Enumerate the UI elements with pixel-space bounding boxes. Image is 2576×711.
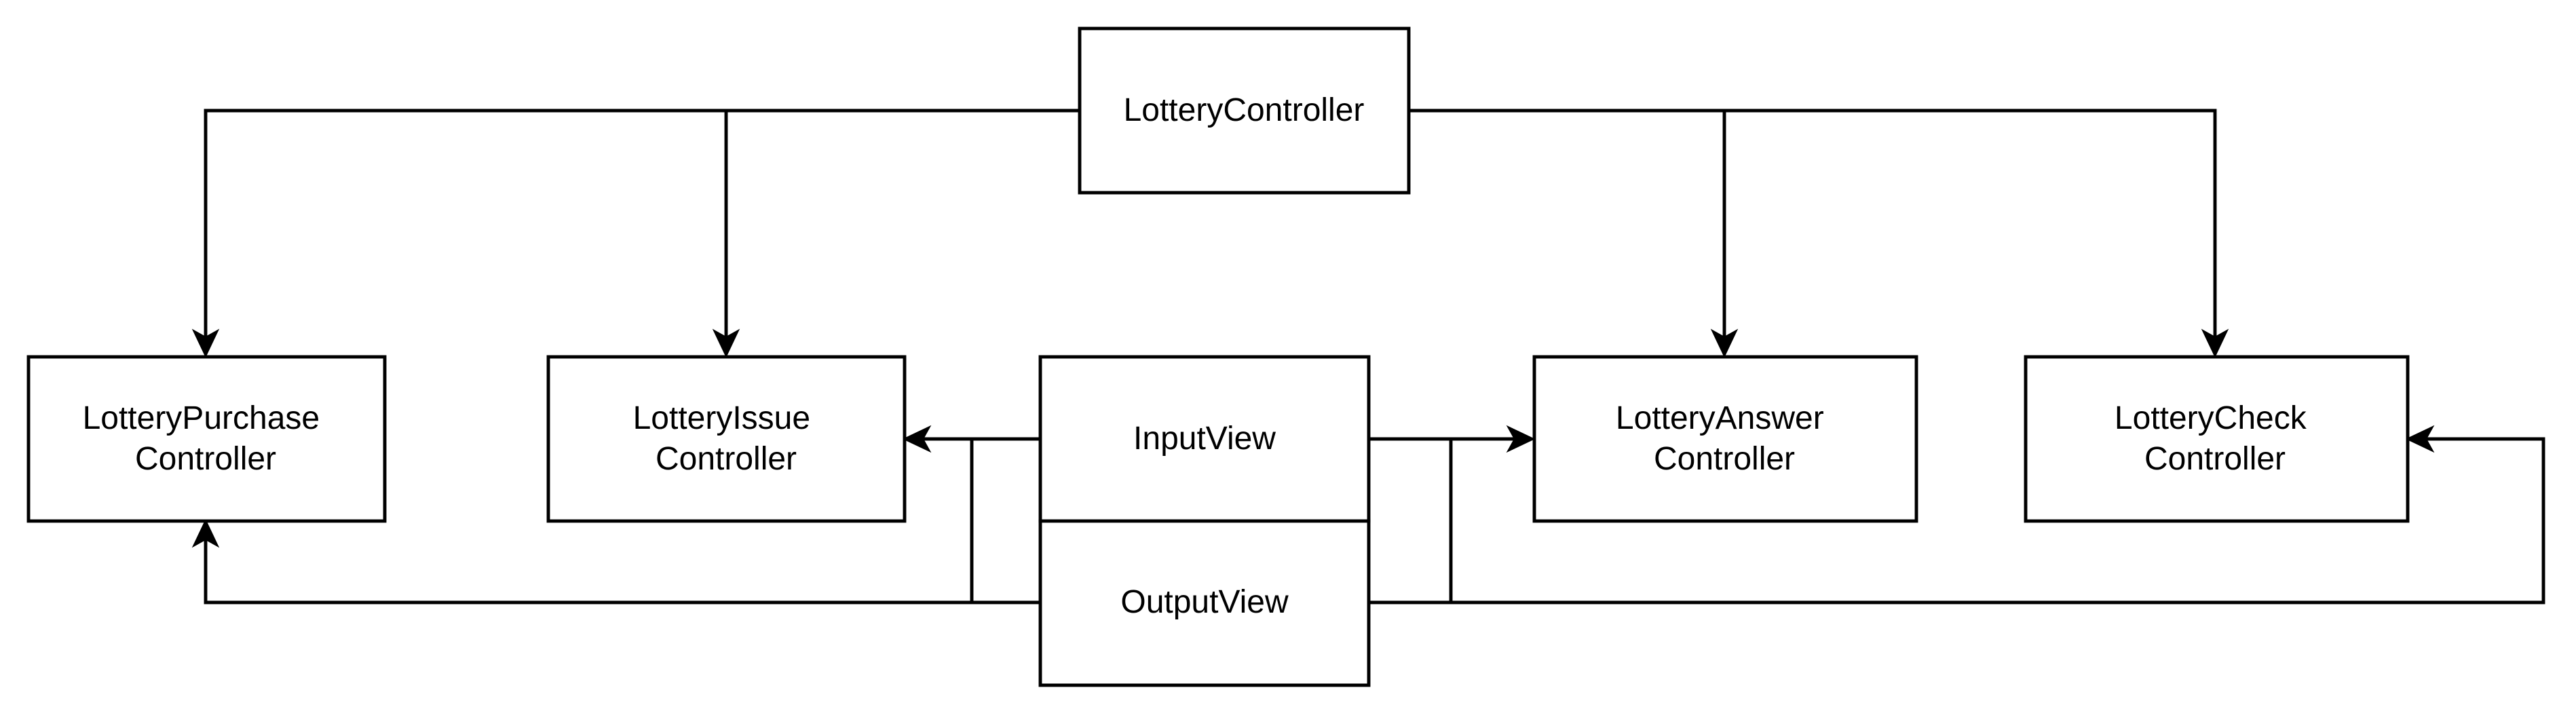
edge-output-to-purchase (204, 537, 1040, 604)
arrowhead-purchase-bottom (191, 518, 220, 548)
answer-controller-label-line-2: Controller (1654, 441, 1795, 477)
output-view-box (1038, 519, 1371, 687)
check-controller-label-line-1: LotteryCheck (2115, 400, 2307, 436)
input-view-label: InputView (1133, 421, 1276, 457)
node-output-view: OutputView (1038, 519, 1371, 687)
issue-controller-label: LotteryIssue Controller (633, 400, 820, 477)
node-lottery-controller: LotteryController (1078, 26, 1411, 195)
answer-controller-label-line-1: LotteryAnswer (1616, 400, 1824, 436)
arrowhead-issue-top (712, 328, 740, 358)
edge-lottery-to-answer (1409, 109, 2217, 339)
arrowhead-answer-left (1506, 425, 1536, 453)
input-view-box (1038, 355, 1371, 523)
connector-lines (191, 109, 2545, 604)
node-input-view: InputView (1038, 355, 1371, 523)
arrowhead-answer-top (1710, 328, 1739, 358)
arrowhead-purchase-top (191, 328, 220, 358)
purchase-controller-box (26, 355, 387, 523)
output-view-label: OutputView (1120, 584, 1289, 620)
lottery-controller-box (1078, 26, 1411, 195)
check-controller-box (2024, 355, 2410, 523)
node-answer-controller: LotteryAnswer Controller (1532, 355, 1918, 523)
node-check-controller: LotteryCheck Controller (2024, 355, 2410, 523)
answer-controller-box (1532, 355, 1918, 523)
edge-lottery-to-purchase (204, 109, 1080, 339)
lottery-controller-label-line-1: LotteryController (1124, 92, 1365, 128)
purchase-controller-label-line-1: LotteryPurchase (83, 400, 320, 436)
node-purchase-controller: LotteryPurchase Controller (26, 355, 387, 523)
check-controller-label: LotteryCheck Controller (2115, 400, 2315, 477)
node-issue-controller: LotteryIssue Controller (546, 355, 907, 523)
lottery-controller-label: LotteryController (1124, 92, 1365, 128)
issue-controller-label-line-2: Controller (656, 441, 797, 477)
output-view-label-line-1: OutputView (1120, 584, 1289, 620)
answer-controller-label: LotteryAnswer Controller (1616, 400, 1833, 477)
arrowhead-check-top (2201, 328, 2229, 358)
issue-controller-label-line-1: LotteryIssue (633, 400, 810, 436)
purchase-controller-label-line-2: Controller (135, 441, 276, 477)
input-view-label-line-1: InputView (1133, 421, 1276, 457)
edge-output-to-check (1369, 437, 2545, 604)
arrowhead-issue-right (902, 425, 932, 453)
arrowhead-check-right (2405, 425, 2435, 453)
issue-controller-box (546, 355, 907, 523)
purchase-controller-label: LotteryPurchase Controller (83, 400, 329, 477)
check-controller-label-line-2: Controller (2144, 441, 2286, 477)
